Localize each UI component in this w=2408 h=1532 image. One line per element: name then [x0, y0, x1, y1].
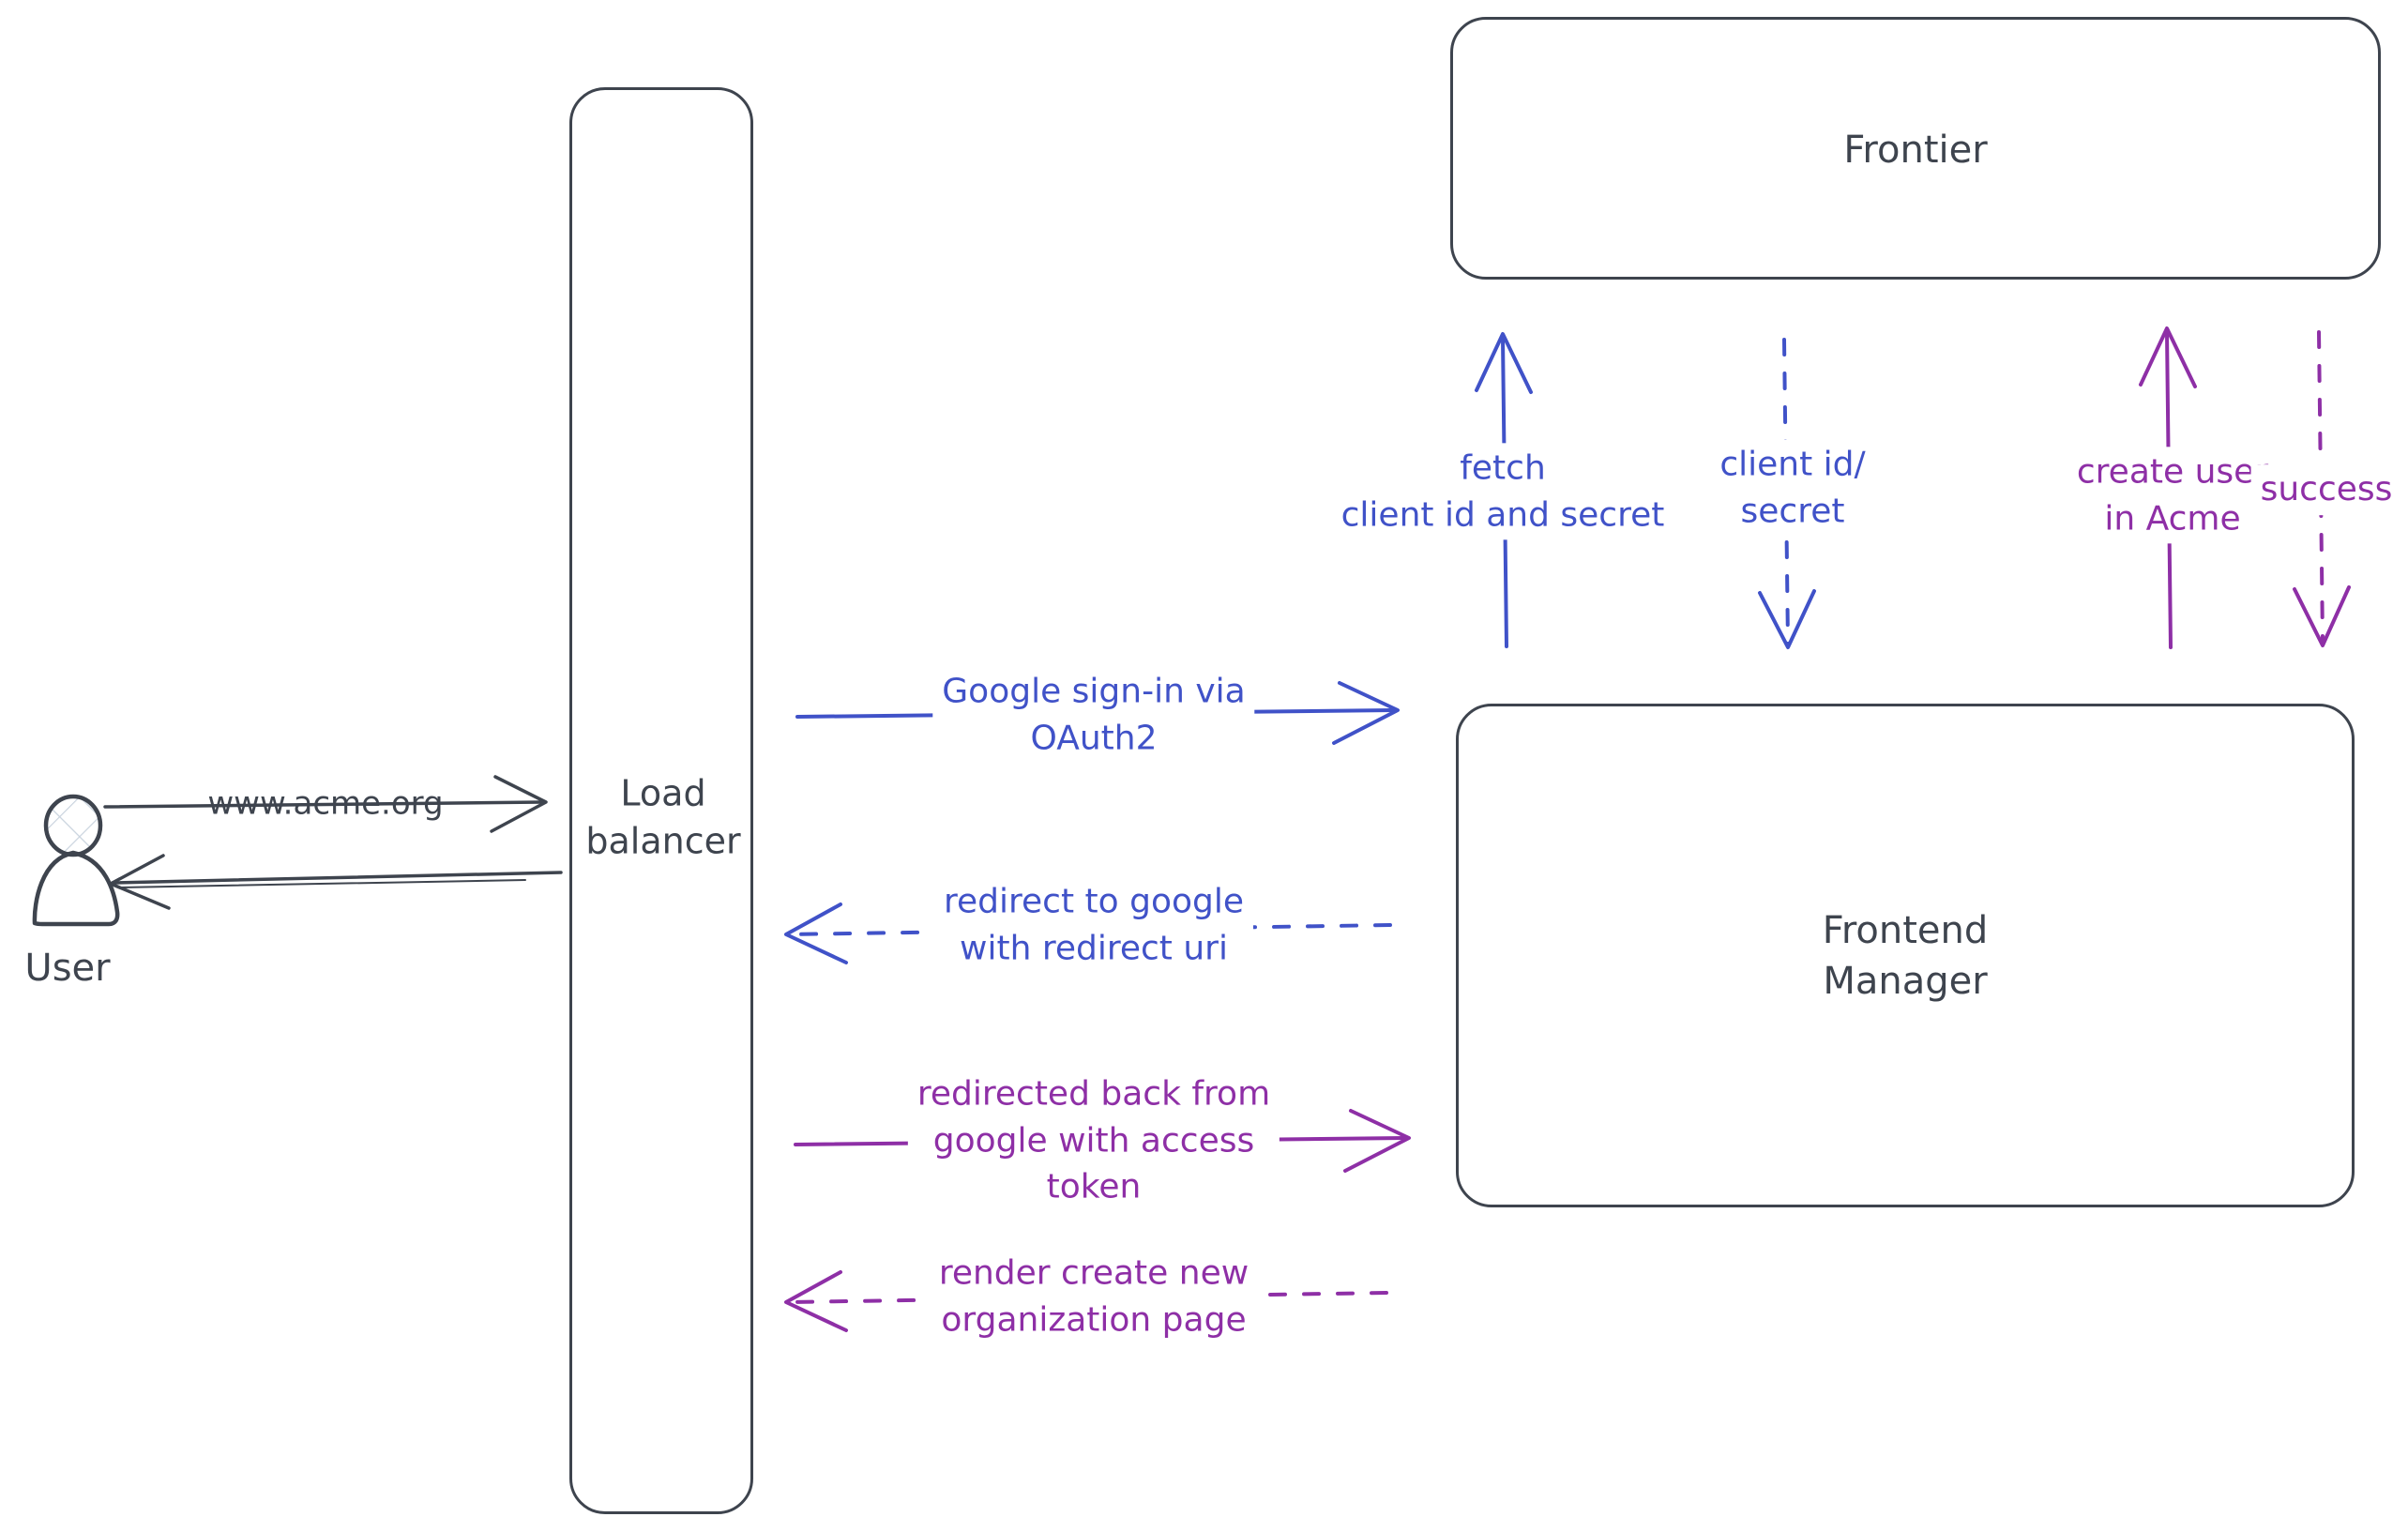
arrow-redirect-google [784, 903, 1392, 964]
arrow-return-to-user [109, 854, 563, 910]
flow-label-www-acme: www.acme.org [207, 784, 444, 823]
arrow-render-create [784, 1270, 1388, 1332]
flow-label-fetch-client: fetch client id and secret [1331, 443, 1674, 540]
flow-label-google-signin: Google sign-in via OAuth2 [932, 666, 1255, 764]
user-label: User [24, 947, 111, 990]
node-load-balancer [569, 87, 753, 1514]
node-frontend-manager [1456, 704, 2355, 1207]
flow-label-client-id-secret: client id/ secret [1710, 439, 1875, 537]
user-icon [32, 794, 120, 927]
flow-label-redirect-google: redirect to google with redirect uri [933, 876, 1254, 974]
arrow-success [2293, 330, 2351, 647]
frontend-manager-label: Frontend Manager [1822, 909, 1989, 1003]
flow-label-render-create: render create new organization page [929, 1248, 1259, 1345]
flow-label-create-user: create user in Acme [2067, 447, 2279, 544]
frontier-label: Frontier [1843, 129, 1988, 172]
flow-label-redirected-back: redirected back from google with access … [907, 1069, 1280, 1213]
load-balancer-label: Load balancer [585, 772, 741, 862]
arrow-www-acme [103, 775, 548, 833]
flow-label-success: success [2250, 464, 2402, 515]
arrow-client-id-secret [1758, 338, 1816, 649]
node-frontier [1450, 17, 2381, 280]
